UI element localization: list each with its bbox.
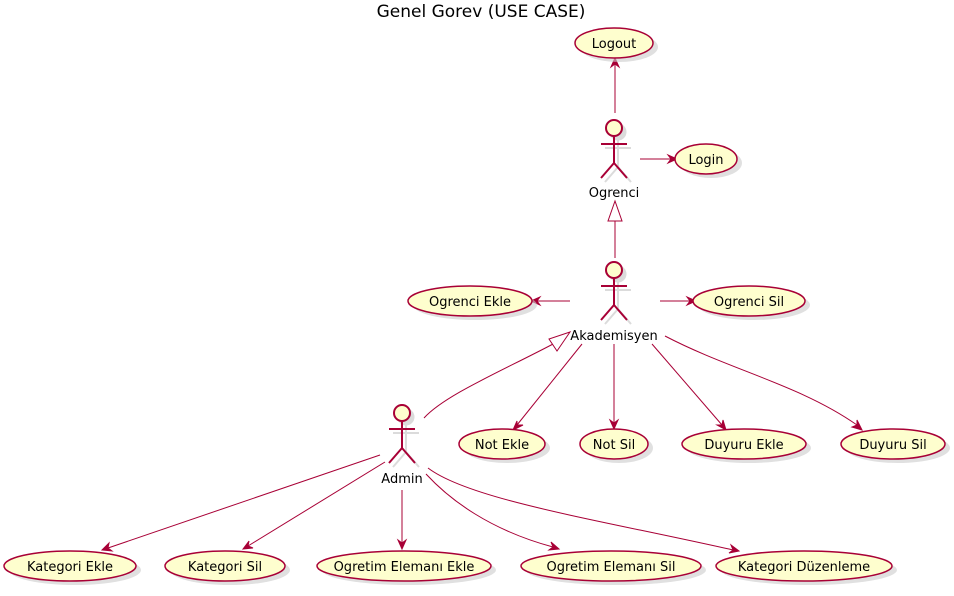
usecase-login-label: Login	[688, 153, 723, 168]
actor-admin-label: Admin	[381, 472, 422, 487]
usecase-duyuru-ekle: Duyuru Ekle	[681, 428, 811, 463]
arrowhead-kategori-duzenleme	[728, 543, 741, 554]
usecase-not-sil-label: Not Sil	[593, 438, 635, 453]
usecase-ogretim-elemani-ekle: Ogretim Elemanı Ekle	[316, 550, 496, 585]
usecase-kategori-sil-label: Kategori Sil	[188, 560, 262, 575]
usecase-kategori-duzenleme-label: Kategori Düzenleme	[738, 560, 870, 575]
arrowhead-not-sil	[608, 418, 620, 431]
usecase-ogrenci-sil: Ogrenci Sil	[692, 285, 810, 320]
arrowhead-ogretim-elemani-sil	[547, 541, 561, 551]
actor-akademisyen: Akademisyen	[570, 261, 658, 344]
usecase-login: Login	[674, 143, 742, 178]
arrowhead-ogrenci-sil	[685, 295, 698, 307]
arrowhead-ogrenci-ekle	[529, 295, 542, 307]
diagram-title: Genel Gorev (USE CASE)	[377, 2, 586, 22]
usecase-not-ekle-label: Not Ekle	[475, 438, 529, 453]
usecase-ogrenci-sil-label: Ogrenci Sil	[714, 295, 784, 310]
actor-ogrenci-body	[600, 136, 628, 179]
usecase-kategori-duzenleme: Kategori Düzenleme	[715, 550, 897, 585]
actor-ogrenci-head	[605, 119, 623, 137]
actor-admin-body	[388, 421, 416, 464]
usecase-kategori-sil: Kategori Sil	[164, 550, 290, 585]
inherit-head-akademisyen	[548, 331, 572, 352]
usecase-kategori-ekle-label: Kategori Ekle	[27, 560, 113, 575]
arrowhead-not-ekle	[511, 420, 524, 432]
inherit-head-ogrenci	[607, 199, 623, 222]
usecase-duyuru-ekle-label: Duyuru Ekle	[704, 438, 783, 453]
usecase-ogretim-elemani-sil-label: Ogretim Elemanı Sil	[547, 560, 676, 575]
link-admin-kategori-sil	[247, 461, 386, 547]
actor-admin: Admin	[381, 404, 423, 487]
arrowhead-duyuru-sil	[850, 419, 863, 431]
link-admin-akademisyen	[423, 342, 556, 419]
arrowhead-logout	[609, 56, 621, 69]
actor-akademisyen-label: Akademisyen	[570, 329, 657, 344]
arrowhead-login	[666, 153, 679, 165]
usecase-ogrenci-ekle: Ogrenci Ekle	[407, 285, 537, 320]
arrowhead-kategori-ekle	[100, 541, 114, 552]
usecase-ogrenci-ekle-label: Ogrenci Ekle	[429, 295, 511, 310]
usecase-duyuru-sil: Duyuru Sil	[840, 428, 950, 463]
actor-admin-head	[393, 404, 411, 422]
usecase-duyuru-sil-label: Duyuru Sil	[859, 438, 926, 453]
usecase-logout: Logout	[574, 27, 658, 62]
actor-ogrenci-label: Ogrenci	[589, 186, 640, 201]
usecase-logout-label: Logout	[592, 37, 637, 52]
usecase-kategori-ekle: Kategori Ekle	[3, 550, 141, 585]
link-akademisyen-duyuru-ekle	[651, 343, 723, 426]
link-akademisyen-duyuru-sil	[664, 335, 858, 426]
link-admin-kategori-duzenleme	[427, 467, 734, 551]
link-akademisyen-not-ekle	[516, 343, 583, 426]
usecase-ogretim-elemani-ekle-label: Ogretim Elemanı Ekle	[334, 560, 475, 575]
usecase-not-sil: Not Sil	[579, 428, 653, 463]
link-admin-ogretim-elemani-sil	[425, 473, 554, 548]
usecase-ogretim-elemani-sil: Ogretim Elemanı Sil	[520, 550, 706, 585]
actor-ogrenci: Ogrenci	[589, 119, 640, 201]
links	[100, 56, 863, 554]
usecase-not-ekle: Not Ekle	[458, 428, 550, 463]
actor-akademisyen-head	[605, 261, 623, 279]
arrowhead-duyuru-ekle	[715, 419, 727, 432]
arrowhead-kategori-sil	[241, 540, 254, 550]
link-admin-kategori-ekle	[107, 454, 381, 549]
actor-akademisyen-body	[600, 278, 628, 321]
arrowhead-ogretim-elemani-ekle	[396, 538, 408, 551]
